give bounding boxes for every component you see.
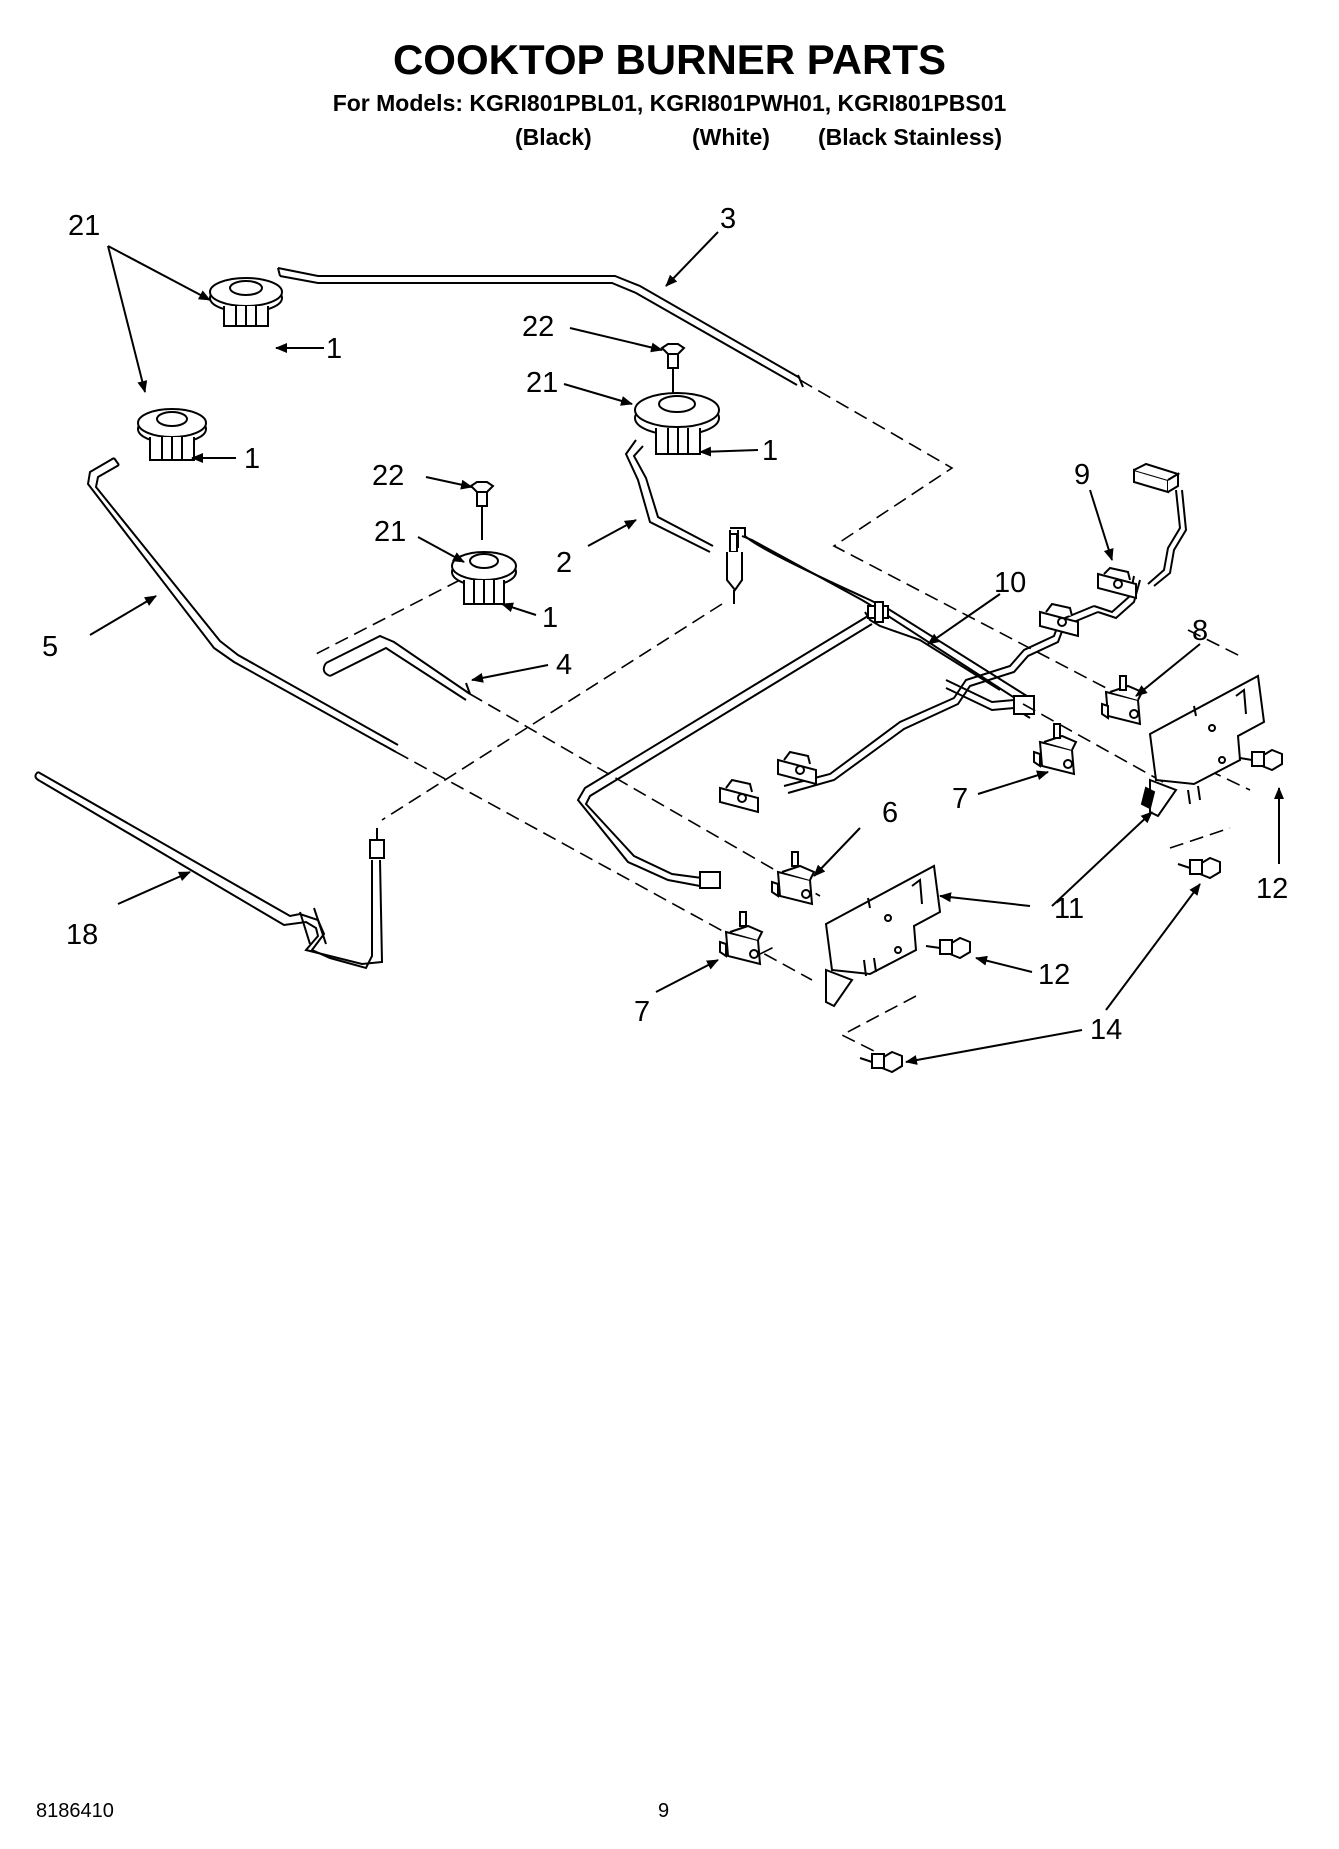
bracket-part-11-right (1140, 674, 1266, 818)
burner-base-center-right (634, 392, 720, 455)
document-number: 8186410 (36, 1800, 114, 1822)
callout-5: 5 (42, 631, 58, 663)
tube-part-10 (729, 527, 1031, 705)
tube-part-4 (322, 634, 471, 701)
callout-22: 22 (372, 460, 404, 492)
callout-labels: 21 3 1 22 21 1 1 22 21 9 2 10 1 5 8 4 7 … (42, 203, 1288, 1046)
screw-part-22-top (660, 343, 686, 394)
tube-part-2 (624, 439, 714, 553)
tube-part-5 (86, 457, 399, 753)
callout-7: 7 (952, 783, 968, 815)
burner-base-top-left (209, 277, 283, 327)
connector-10-lower (777, 750, 817, 786)
callout-21: 21 (374, 516, 406, 548)
connector-10-end (719, 778, 759, 814)
color-label-white: (White) (692, 124, 770, 150)
tube-part-3 (277, 267, 804, 388)
callout-18: 18 (66, 919, 98, 951)
valve-part-6 (771, 851, 816, 906)
screw-part-12-right (1239, 748, 1283, 772)
callout-1: 1 (244, 443, 260, 475)
callout-21: 21 (68, 210, 100, 242)
callout-8: 8 (1192, 615, 1208, 647)
callout-1: 1 (762, 435, 778, 467)
fitting-bottom (369, 828, 385, 859)
tube-to-valve-8 (945, 679, 1035, 719)
tube-part-18 (34, 771, 384, 970)
callout-12: 12 (1256, 873, 1288, 905)
page-number: 9 (658, 1800, 670, 1822)
screw-part-14-left (859, 1050, 903, 1074)
callout-1: 1 (326, 333, 342, 365)
fitting-center (726, 552, 743, 604)
callout-10: 10 (994, 567, 1026, 599)
screw-part-22-center (469, 481, 495, 540)
callout-7: 7 (634, 996, 650, 1028)
callout-6: 6 (882, 797, 898, 829)
bracket-part-11-left (824, 864, 942, 1008)
callout-3: 3 (720, 203, 736, 235)
color-label-black-stainless: (Black Stainless) (818, 124, 1003, 150)
page-title: COOKTOP BURNER PARTS (392, 36, 947, 83)
callout-9: 9 (1074, 459, 1090, 491)
callout-2: 2 (556, 547, 572, 579)
callout-22: 22 (522, 311, 554, 343)
valve-part-8 (1101, 675, 1144, 726)
valve-part-7-left (719, 911, 764, 966)
color-label-black: (Black) (515, 124, 592, 150)
connector-9-mid (1097, 566, 1137, 600)
burner-base-left (137, 408, 207, 461)
callout-14: 14 (1090, 1014, 1122, 1046)
screw-part-14-right (1177, 856, 1221, 880)
callout-21: 21 (526, 367, 558, 399)
callout-1: 1 (542, 602, 558, 634)
callout-12: 12 (1038, 959, 1070, 991)
tube-to-valve-6 (576, 615, 873, 889)
callout-11: 11 (1054, 893, 1084, 925)
connector-10-upper (1039, 602, 1079, 638)
valve-part-7-right (1033, 723, 1078, 776)
connector-9-top (1133, 462, 1181, 494)
callout-leaders (89, 231, 1284, 1065)
burner-base-center (451, 551, 517, 605)
screw-part-12-left (925, 936, 971, 960)
callout-4: 4 (556, 649, 572, 681)
models-line: For Models: KGRI801PBL01, KGRI801PWH01, … (332, 90, 1007, 116)
